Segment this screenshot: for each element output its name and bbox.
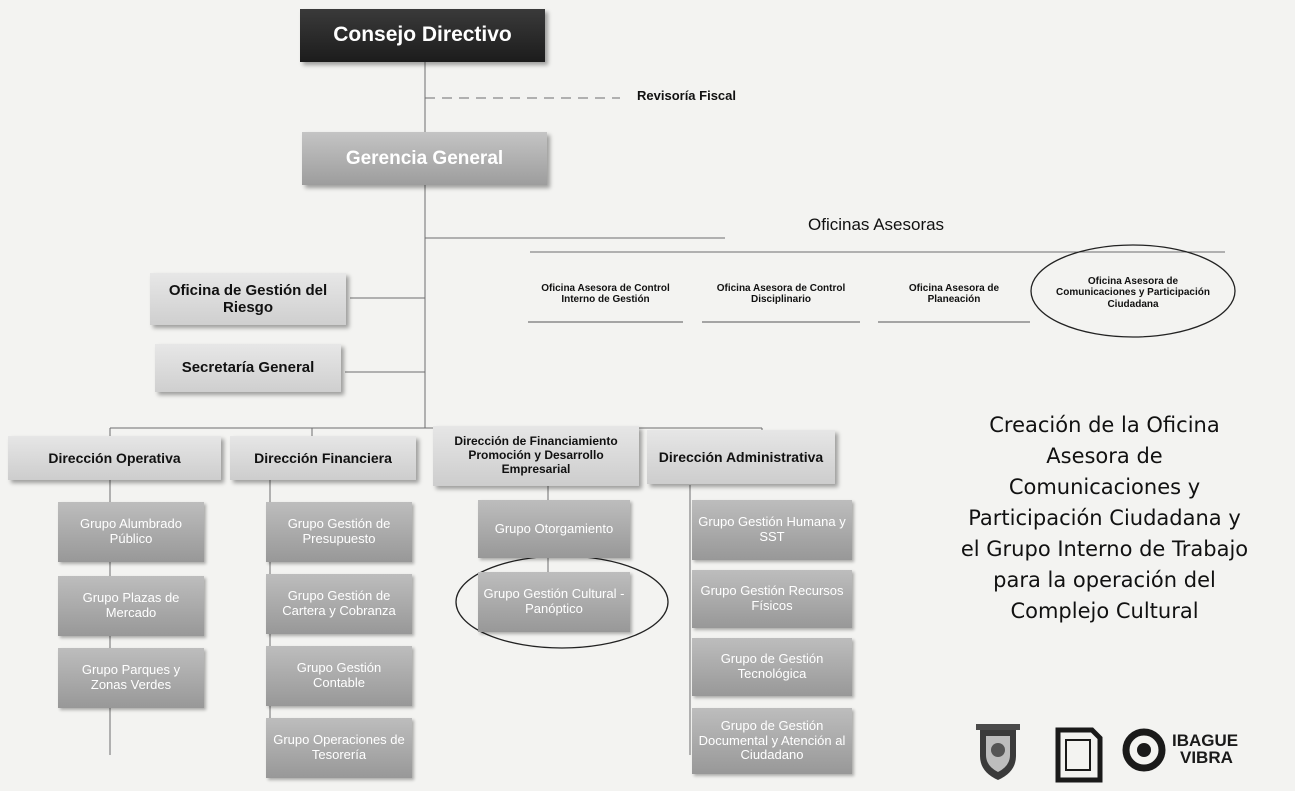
advisory-office-internal-control: Oficina Asesora de Control Interno de Ge… [541,282,670,306]
group-budget: Grupo Gestión de Presupuesto [266,502,412,562]
group-portfolio-collection: Grupo Gestión de Cartera y Cobranza [266,574,412,634]
advisory-heading: Oficinas Asesoras [808,215,945,234]
side-note-line: Asesora de [1046,444,1163,468]
directorate-administrative: Dirección Administrativa [647,430,835,484]
side-note-line: Creación de la Oficina [989,413,1220,437]
side-note-line: para la operación del [993,568,1216,592]
directorate-financing-promotion: Dirección de Financiamiento Promoción y … [433,426,639,486]
side-note-line: Complejo Cultural [1010,599,1199,623]
board-box: Consejo Directivo [300,9,545,62]
ibague-vibra-logo [1122,728,1166,772]
side-note-line: Comunicaciones y [1008,475,1201,499]
general-management-box: Gerencia General [302,132,547,185]
group-market-places: Grupo Plazas de Mercado [58,576,204,636]
group-cultural-panoptico: Grupo Gestión Cultural - Panóptico [478,572,630,632]
municipal-shield-logo [976,724,1020,780]
brand-line-1: IBAGUE [1172,731,1239,750]
side-note: Creación de la Oficina Asesora de Comuni… [912,410,1295,627]
fiscal-review-label: Revisoría Fiscal [637,88,736,103]
group-public-lighting: Grupo Alumbrado Público [58,502,204,562]
group-document-management: Grupo de Gestión Documental y Atención a… [692,708,852,774]
highlight-ellipse-communications [1030,244,1236,338]
side-note-line: Participación Ciudadana y [968,506,1241,530]
advisory-office-disciplinary: Oficina Asesora de Control Disciplinario [716,282,846,306]
group-parks-green-zones: Grupo Parques y Zonas Verdes [58,648,204,708]
group-physical-resources: Grupo Gestión Recursos Físicos [692,570,852,628]
risk-office-box: Oficina de Gestión del Riesgo [150,273,346,325]
group-granting: Grupo Otorgamiento [478,500,630,558]
brand-line-2: VIBRA [1180,748,1233,767]
advisory-office-planning: Oficina Asesora de Planeación [908,282,1000,306]
institution-frame-logo [1055,727,1103,783]
logo-bar: IBAGUE VIBRA [972,722,1282,788]
advisory-office-communications: Oficina Asesora de Comunicaciones y Part… [1056,275,1210,310]
directorate-finance: Dirección Financiera [230,436,416,480]
group-technology: Grupo de Gestión Tecnológica [692,638,852,696]
directorate-operations: Dirección Operativa [8,436,221,480]
brand-wordmark: IBAGUE VIBRA [1172,732,1238,766]
group-treasury: Grupo Operaciones de Tesorería [266,718,412,778]
group-human-resources-sst: Grupo Gestión Humana y SST [692,500,852,560]
side-note-line: el Grupo Interno de Trabajo [960,537,1249,561]
general-secretariat-box: Secretaría General [155,344,341,392]
group-accounting: Grupo Gestión Contable [266,646,412,706]
